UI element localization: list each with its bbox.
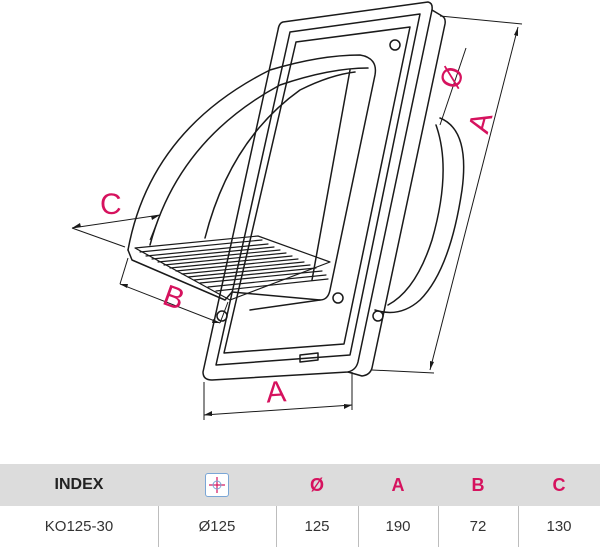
- cell-diameter-code: Ø125: [198, 518, 236, 535]
- hood-outer: [127, 54, 377, 311]
- header-a: A: [391, 474, 405, 495]
- column-divider: [358, 506, 359, 547]
- table-row: KO125-30 Ø125 125 190 72 130: [0, 506, 600, 547]
- duct-pipe: [374, 117, 465, 314]
- hood-ridge: [149, 67, 369, 246]
- header-diameter: Ø: [309, 474, 324, 495]
- column-divider: [438, 506, 439, 547]
- back-plate-rim: [223, 26, 411, 354]
- product-diagram: C B A A Ø: [71, 1, 523, 420]
- column-divider: [276, 506, 277, 547]
- header-icon-cell: [158, 464, 276, 506]
- dimension-label-c: C: [100, 188, 122, 221]
- header-c: C: [552, 474, 566, 495]
- column-divider: [518, 506, 519, 547]
- dimension-label-b: B: [159, 279, 189, 317]
- screw: [389, 39, 401, 51]
- duct-cross-section-icon: [205, 473, 229, 497]
- grille: [134, 235, 331, 301]
- header-b: B: [471, 474, 485, 495]
- cell-b: 72: [469, 518, 487, 535]
- plate-side: [347, 9, 446, 377]
- dimension-label-a-bottom: A: [265, 375, 287, 409]
- column-divider: [158, 506, 159, 547]
- header-index: INDEX: [54, 476, 104, 493]
- cell-c: 130: [546, 518, 572, 535]
- dimension-label-a-side: A: [462, 109, 499, 137]
- cell-a: 190: [385, 518, 411, 535]
- dimension-label-diameter: Ø: [435, 63, 471, 93]
- cell-index: KO125-30: [44, 518, 114, 535]
- cell-diameter: 125: [304, 518, 330, 535]
- spec-table: INDEX Ø A B C KO125-30 Ø125 125 190 72 1…: [0, 460, 600, 547]
- table-header-row: INDEX Ø A B C: [0, 464, 600, 506]
